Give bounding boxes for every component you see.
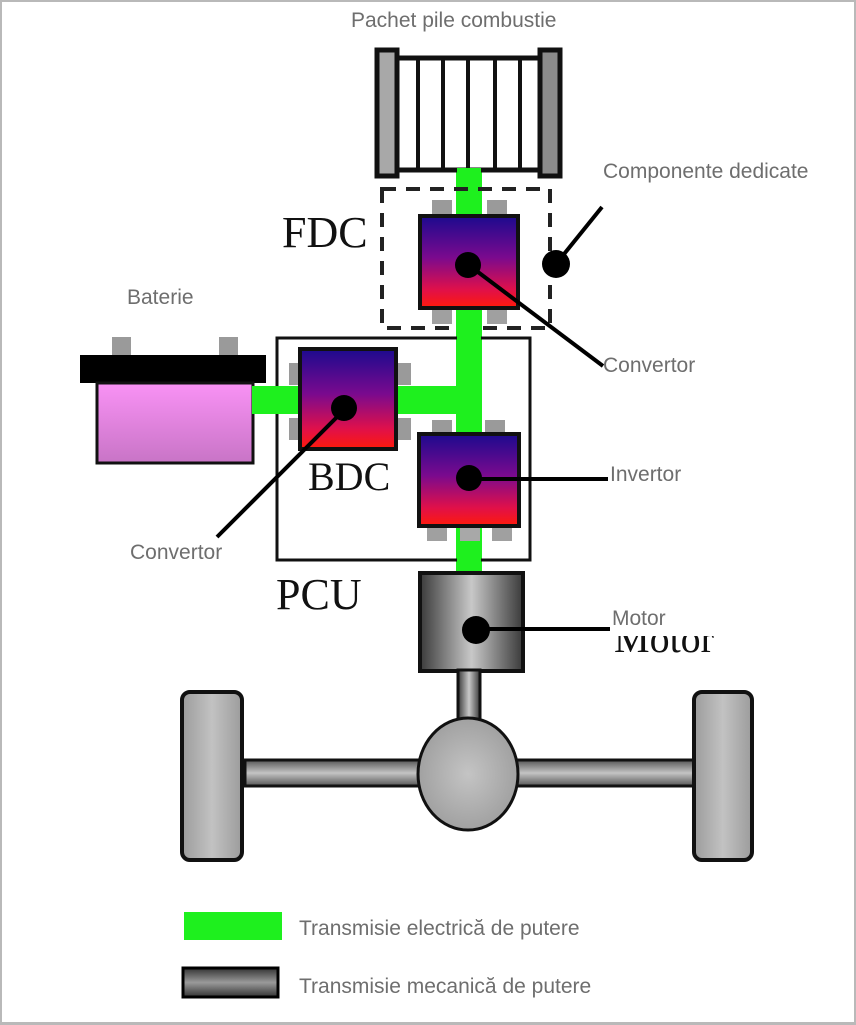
wheel-left: [180, 690, 244, 862]
battery-label: Baterie: [127, 286, 194, 309]
legend-item-electric: Transmisie electrică de putere: [184, 912, 580, 940]
legend-label-mechanical: Transmisie mecanică de putere: [299, 975, 591, 998]
inverter-label: Invertor: [610, 463, 681, 486]
motor-pointer-dot: [462, 616, 490, 644]
bdc-label: BDC: [308, 454, 390, 499]
battery[interactable]: [80, 337, 266, 465]
wheel-right: [692, 690, 754, 862]
legend-item-mechanical: Transmisie mecanică de putere: [181, 966, 591, 999]
inverter-pointer-dot: [456, 465, 482, 491]
motor-ghost-label: Motor: [614, 616, 714, 661]
bdc-converter-module[interactable]: [252, 347, 411, 451]
legend-swatch-electric: [184, 912, 282, 940]
fdc-converter-label: Convertor: [603, 354, 695, 377]
dedicated-components-label: Componente dedicate: [603, 160, 808, 183]
motor[interactable]: [418, 571, 525, 673]
drive-shaft: [456, 668, 482, 724]
inverter-module[interactable]: [417, 420, 521, 541]
axle-left: [243, 758, 425, 788]
leader-fdc-converter: [468, 264, 605, 368]
pcu-label: PCU: [276, 570, 362, 619]
bdc-converter-label: Convertor: [130, 541, 222, 564]
differential: [416, 716, 520, 832]
dedicated-components-dot: [542, 250, 570, 278]
leader-bdc-converter: [215, 408, 346, 539]
fdc-label: FDC: [282, 208, 368, 257]
fdc-converter-module[interactable]: [418, 200, 520, 330]
fuel-cell-stack[interactable]: [374, 47, 563, 182]
legend-swatch-mechanical: [181, 966, 280, 999]
motor-label: Motor: [612, 607, 666, 630]
fdc-pointer-dot: [455, 252, 481, 278]
pcu-box: [275, 336, 532, 562]
fuel-cell-stack-label: Pachet pile combustie: [351, 9, 556, 32]
axle-right: [512, 758, 696, 788]
legend: Transmisie electrică de putere Transmisi…: [181, 912, 591, 999]
drivetrain: [180, 668, 754, 862]
legend-label-electric: Transmisie electrică de putere: [299, 917, 580, 940]
svg-text:Motor: Motor: [614, 616, 714, 661]
